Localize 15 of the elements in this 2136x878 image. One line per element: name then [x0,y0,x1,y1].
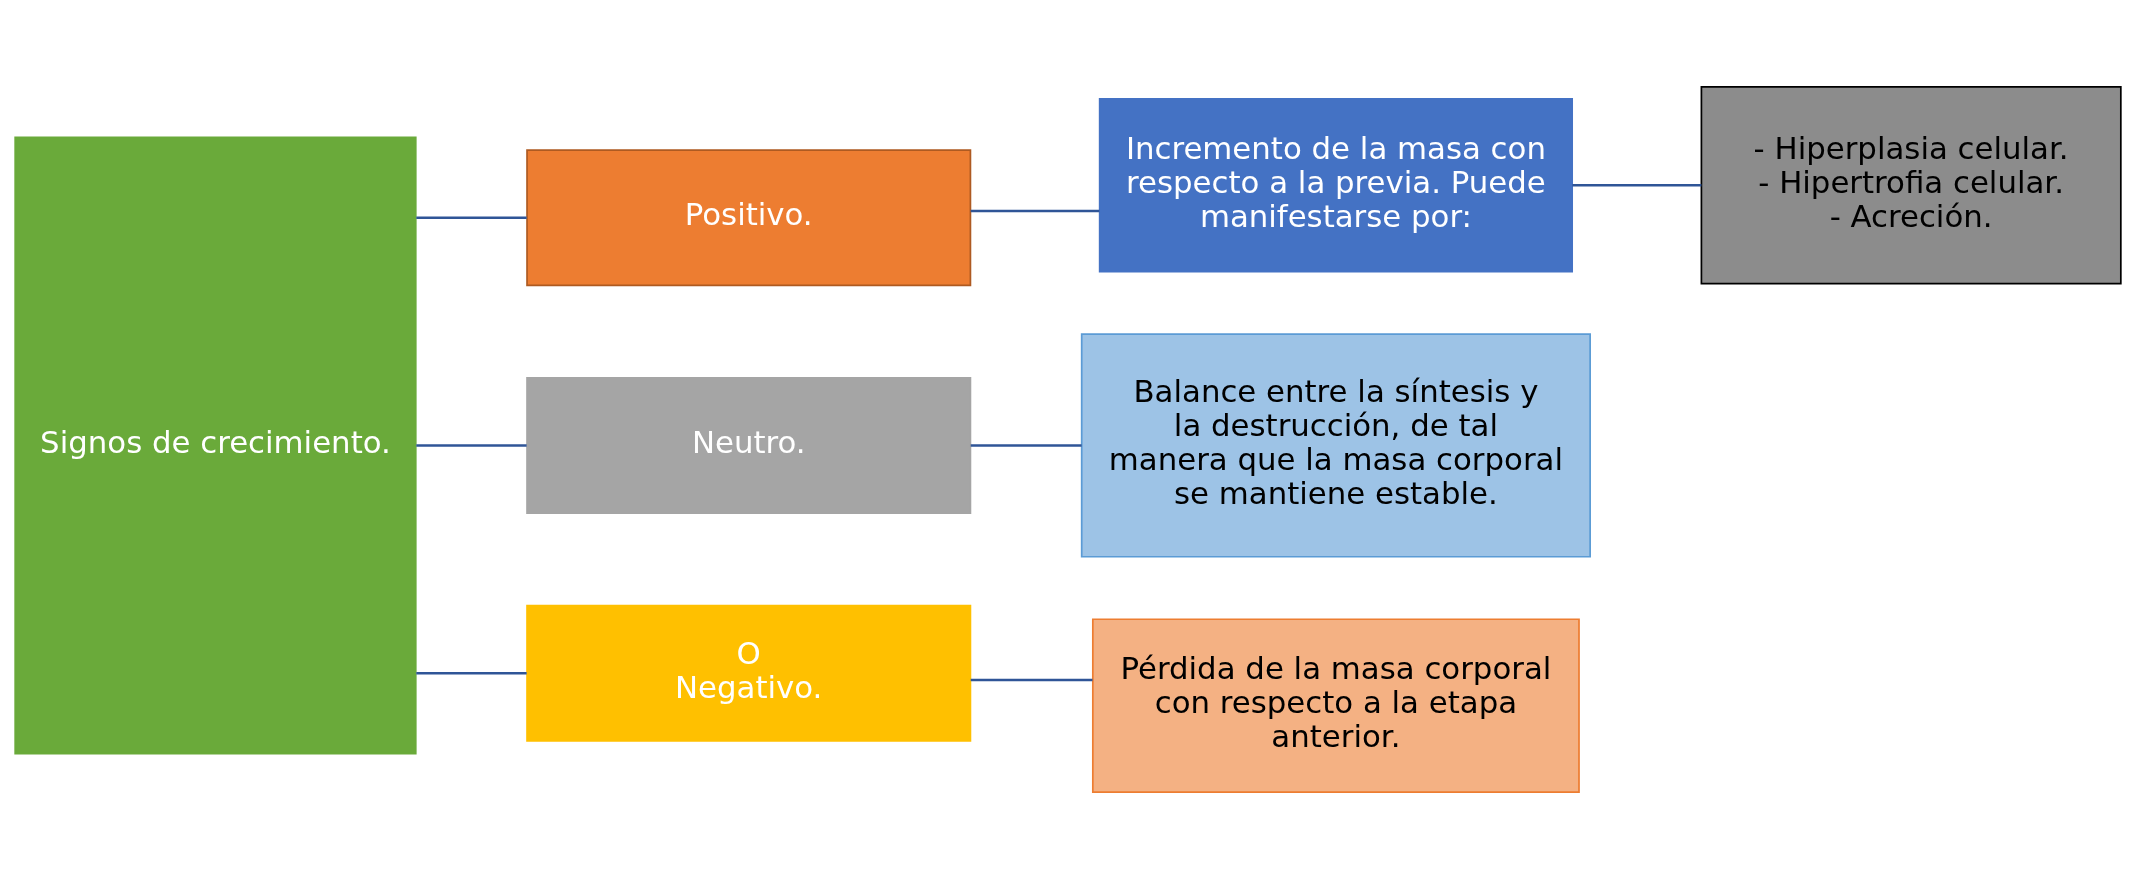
node-box: - Hiperplasia celular. - Hipertrofia celular. - Acreción. [1700,85,2122,285]
node-box: Balance entre la síntesis y la destrucción, de tal manera que la masa corporal se mantiene estable. [1080,332,1591,558]
node-box: Pérdida de la masa corporal con respecto a la etapa anterior. [1091,617,1580,793]
connector [970,443,1082,447]
connector [1572,183,1702,187]
node-box: Signos de crecimiento. [14,136,417,754]
connector [416,216,527,219]
node-box: O Negativo. [526,604,972,742]
node-box: Neutro. [526,376,972,514]
node-box: Positivo. [526,148,972,286]
connector [970,678,1093,681]
connector [416,443,527,447]
node-box: Incremento de la masa con respecto a la previa. Puede manifestarse por: [1098,97,1573,273]
connector [970,209,1100,212]
connector [416,671,527,674]
